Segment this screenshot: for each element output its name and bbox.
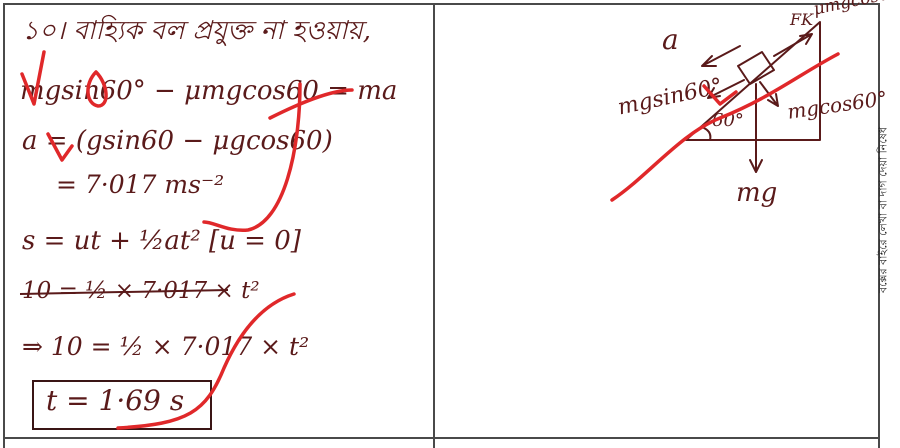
equation-kinematics: s = ut + ½at² [u = 0] bbox=[22, 226, 301, 256]
arrow-friction bbox=[773, 33, 813, 57]
diagram-label-mg: mg bbox=[736, 178, 778, 208]
equation-acceleration-value: = 7·017 ms⁻² bbox=[56, 170, 225, 199]
grading-tick-result bbox=[116, 292, 296, 430]
box-top-border bbox=[3, 3, 879, 5]
grading-tick-label bbox=[702, 84, 738, 106]
equation-substitution: ⇒ 10 = ½ × 7·017 × t² bbox=[22, 332, 310, 361]
block-on-incline bbox=[737, 51, 775, 85]
grading-tick-equation bbox=[268, 88, 354, 120]
box-right-border bbox=[878, 3, 880, 448]
diagram-label-a: a bbox=[662, 23, 679, 56]
final-answer: t = 1·69 s bbox=[46, 384, 185, 417]
arrow-acceleration bbox=[701, 45, 741, 67]
angle-arc bbox=[703, 127, 712, 141]
box-left-border bbox=[3, 3, 5, 448]
grading-tick-heading bbox=[20, 50, 46, 106]
equation-acceleration: a = (gsin60 − μgcos60) bbox=[22, 126, 333, 156]
struck-line-strike bbox=[19, 289, 229, 295]
diagram-label-angle: 60° bbox=[712, 110, 744, 131]
grading-tick-acceleration bbox=[46, 132, 74, 162]
box-bottom-border bbox=[3, 437, 879, 439]
free-body-diagram bbox=[685, 21, 821, 173]
incline-triangle bbox=[685, 21, 821, 141]
grading-marks bbox=[20, 50, 840, 430]
column-divider bbox=[433, 3, 435, 448]
margin-note: বক্সের বাইরে লেখা বা দাগ দেয়া নিষেধ bbox=[868, 120, 900, 300]
diagram-label-fk: FK bbox=[790, 10, 814, 29]
margin-note-text: বক্সের বাইরে লেখা বা দাগ দেয়া নিষেধ bbox=[876, 127, 890, 293]
arrow-weight bbox=[749, 83, 763, 173]
grading-curve-value bbox=[202, 82, 302, 232]
grading-circle-zero bbox=[86, 70, 108, 108]
answer-heading: ১০। বাহ্যিক বল প্রযুক্ত না হওয়ায়, bbox=[22, 16, 372, 46]
grading-line-diagram bbox=[610, 52, 840, 202]
